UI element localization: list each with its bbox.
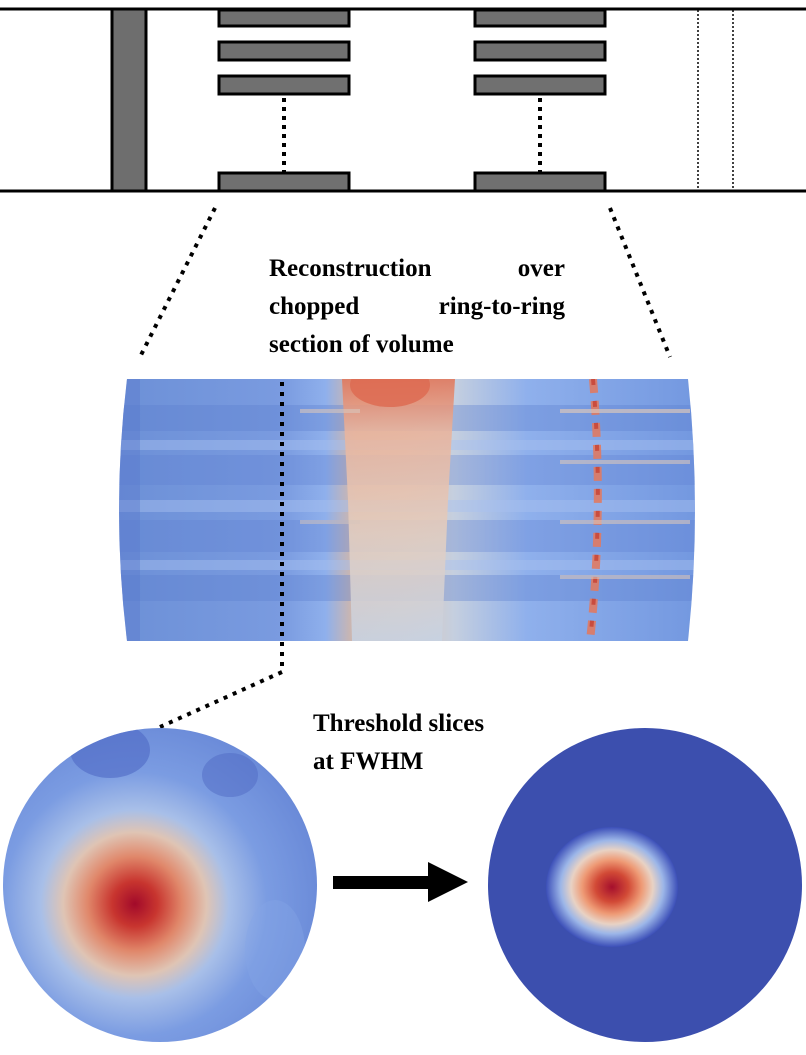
slice-before-threshold <box>3 728 317 1042</box>
threshold-caption-line1: Threshold slices <box>313 710 485 737</box>
detector-block <box>217 171 351 193</box>
detector-block <box>473 40 607 62</box>
scanner-schematic <box>0 7 806 193</box>
threshold-arrow <box>333 862 468 902</box>
reconstruction-caption-line2: chopped ring-to-ring <box>269 293 565 320</box>
reconstruction-caption: Reconstruction over chopped ring-to-ring… <box>269 250 565 364</box>
detector-block <box>473 74 607 96</box>
detector-block <box>473 171 607 193</box>
threshold-caption: Threshold slices at FWHM <box>313 705 533 781</box>
detector-block <box>473 8 607 28</box>
detector-block <box>217 74 351 96</box>
reconstruction-volume <box>119 379 695 641</box>
zoom-guide-left <box>138 207 217 358</box>
zoom-guide-right <box>608 207 672 358</box>
detector-block <box>217 40 351 62</box>
reconstruction-caption-line3: section of volume <box>269 331 454 358</box>
detector-ring-right <box>473 8 607 193</box>
detector-ring-left <box>217 8 351 193</box>
reconstruction-caption-line1: Reconstruction over <box>269 255 565 282</box>
end-shield <box>110 7 148 193</box>
threshold-caption-line2: at FWHM <box>313 748 424 775</box>
slice-after-threshold <box>488 728 802 1042</box>
slice-guide-diagonal <box>159 670 283 729</box>
detector-block <box>217 8 351 28</box>
